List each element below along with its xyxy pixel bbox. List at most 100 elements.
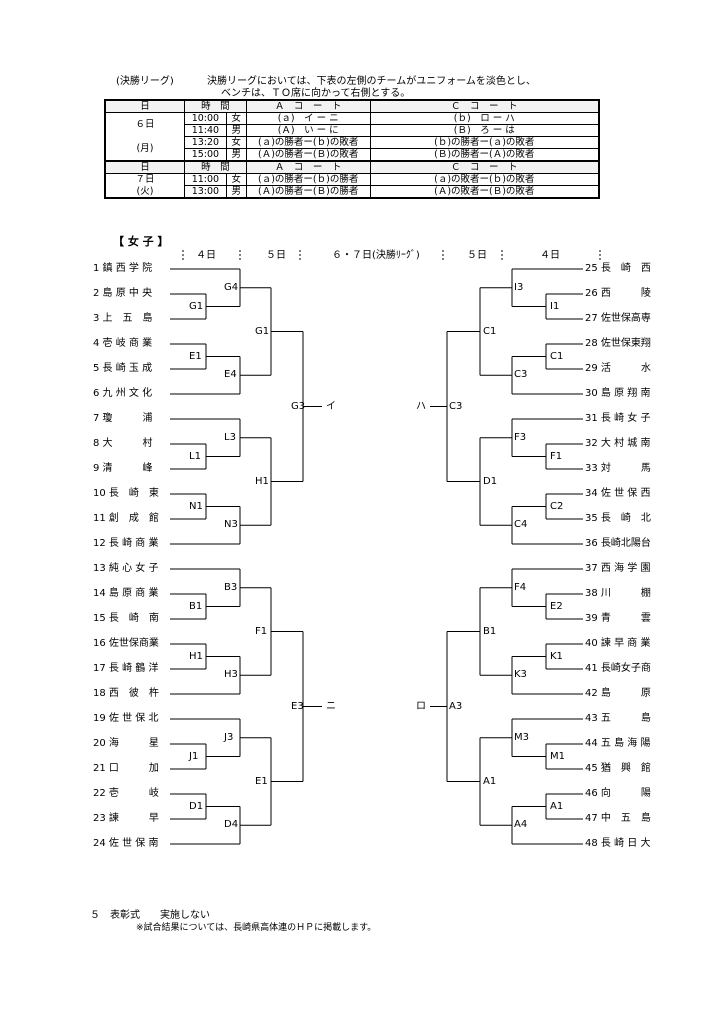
team-name-left: 23 諫 早	[93, 813, 159, 824]
bracket-header-col: ６・７日(決勝ﾘｰｸﾞ)	[332, 250, 420, 261]
match-label: D1	[189, 800, 204, 812]
match-label: A1	[483, 775, 497, 787]
awards-item: ５ 表彰式 実施しない	[90, 910, 210, 921]
match-label: A4	[514, 819, 528, 831]
team-name-right: 37 西 海 学 園	[585, 563, 651, 574]
schedule-court-c: (Ａ)の敗者ー(Ｂ)の敗者	[369, 185, 600, 199]
team-name-right: 36 長崎北陽台	[585, 538, 651, 549]
team-name-right: 41 長崎女子商	[585, 663, 651, 674]
match-label: G1	[255, 325, 270, 337]
final-league-schedule-table: 日 時 間 Ａ コ ー ト Ｃ コ ー ト ６日 10:00 女 (ａ) イ ー…	[104, 99, 600, 199]
team-name-right: 31 長 崎 女 子	[585, 413, 651, 424]
team-name-left: 2 島 原 中 央	[93, 288, 153, 299]
schedule-court-a: (ａ)の勝者ー(ｂ)の勝者	[245, 173, 371, 186]
match-label: F4	[514, 581, 527, 593]
team-name-right: 28 佐世保東翔	[585, 338, 651, 349]
team-name-right: 42 島 原	[585, 688, 651, 699]
schedule-court-a: (Ａ)の勝者ー(Ｂ)の勝者	[245, 185, 371, 199]
match-label: K3	[514, 669, 527, 681]
team-name-left: 1 鎮 西 学 院	[93, 263, 153, 274]
team-name-right: 48 長 崎 日 大	[585, 838, 651, 849]
final-league-heading: (決勝リーグ)	[116, 76, 174, 87]
match-label: M1	[550, 750, 565, 762]
team-name-right: 32 大 村 城 南	[585, 438, 651, 449]
team-name-left: 10 長 崎 東	[93, 488, 159, 499]
header-court-c: Ｃ コ ー ト	[369, 99, 600, 113]
match-label: B1	[483, 625, 497, 637]
header-day: 日	[104, 99, 185, 113]
match-label: E4	[224, 369, 237, 381]
team-name-right: 34 佐 世 保 西	[585, 488, 651, 499]
schedule-sex: 女	[225, 173, 247, 186]
match-label: A3	[449, 700, 463, 712]
team-name-left: 20 海 星	[93, 738, 159, 749]
team-name-left: 22 壱 岐	[93, 788, 159, 799]
match-label: N1	[189, 500, 203, 512]
bracket-header-col: ４日	[196, 250, 216, 261]
header-court-c: Ｃ コ ー ト	[369, 160, 600, 174]
match-label: K1	[550, 650, 563, 662]
day2-weekday: (火)	[104, 185, 185, 199]
match-label: H3	[224, 669, 238, 681]
team-name-right: 38 川 棚	[585, 588, 651, 599]
match-label: G1	[189, 300, 204, 312]
final-slot-label: イ	[326, 400, 336, 412]
match-label: F3	[514, 431, 527, 443]
team-name-left: 13 純 心 女 子	[93, 563, 159, 574]
final-slot-label: ロ	[416, 700, 426, 712]
team-name-right: 25 長 崎 西	[585, 263, 651, 274]
schedule-court-c: (ａ)の敗者ー(ｂ)の敗者	[369, 173, 600, 186]
match-label: L3	[224, 431, 236, 443]
schedule-time: 13:00	[183, 185, 227, 199]
bracket-header-col: ５日	[467, 250, 487, 261]
match-label: C3	[449, 400, 463, 412]
team-name-right: 46 向 陽	[585, 788, 651, 799]
results-note: ※試合結果については、長崎県高体連のＨＰに掲載します。	[136, 923, 377, 933]
match-label: C3	[514, 369, 528, 381]
team-name-right: 33 対 馬	[585, 463, 651, 474]
team-name-right: 44 五 島 海 陽	[585, 738, 651, 749]
team-name-right: 39 青 雲	[585, 613, 651, 624]
team-name-right: 47 中 五 島	[585, 813, 651, 824]
match-label: E1	[189, 350, 202, 362]
team-name-right: 26 西 陵	[585, 288, 651, 299]
team-name-left: 21 口 加	[93, 763, 159, 774]
match-label: G3	[291, 400, 306, 412]
day2-label: ７日	[104, 173, 185, 186]
match-label: M3	[514, 731, 529, 743]
team-name-left: 4 壱 岐 商 業	[93, 338, 153, 349]
match-label: C2	[550, 500, 564, 512]
match-label: I1	[550, 300, 560, 312]
team-name-left: 6 九 州 文 化	[93, 388, 153, 399]
team-name-left: 15 長 崎 南	[93, 613, 159, 624]
team-name-right: 35 長 崎 北	[585, 513, 651, 524]
schedule-time: 13:20	[183, 136, 227, 149]
team-name-left: 16 佐世保商業	[93, 638, 159, 649]
team-name-left: 8 大 村	[93, 438, 153, 449]
match-label: F1	[550, 450, 563, 462]
team-name-left: 17 長 崎 鶴 洋	[93, 663, 159, 674]
match-label: A1	[550, 800, 564, 812]
team-name-left: 9 清 峰	[93, 463, 153, 474]
header-court-a: Ａ コ ー ト	[245, 160, 371, 174]
team-name-left: 24 佐 世 保 南	[93, 838, 159, 849]
schedule-time: 11:00	[183, 173, 227, 186]
team-name-right: 30 島 原 翔 南	[585, 388, 651, 399]
match-label: C1	[550, 350, 564, 362]
match-label: E3	[291, 700, 304, 712]
day1-label: ６日	[104, 112, 185, 137]
match-label: B1	[189, 600, 203, 612]
team-name-left: 5 長 崎 玉 成	[93, 363, 153, 374]
team-name-right: 27 佐世保高専	[585, 313, 651, 324]
team-name-right: 43 五 島	[585, 713, 651, 724]
match-label: J3	[224, 731, 234, 743]
team-name-left: 11 創 成 館	[93, 513, 159, 524]
match-label: C4	[514, 519, 528, 531]
match-label: H1	[255, 475, 269, 487]
team-name-left: 12 長 崎 商 業	[93, 538, 159, 549]
final-slot-label: ニ	[326, 700, 336, 712]
final-league-note-line2: ベンチは、ＴＯ席に向かって右側とする。	[221, 88, 411, 99]
team-name-left: 19 佐 世 保 北	[93, 713, 159, 724]
match-label: L1	[189, 450, 201, 462]
